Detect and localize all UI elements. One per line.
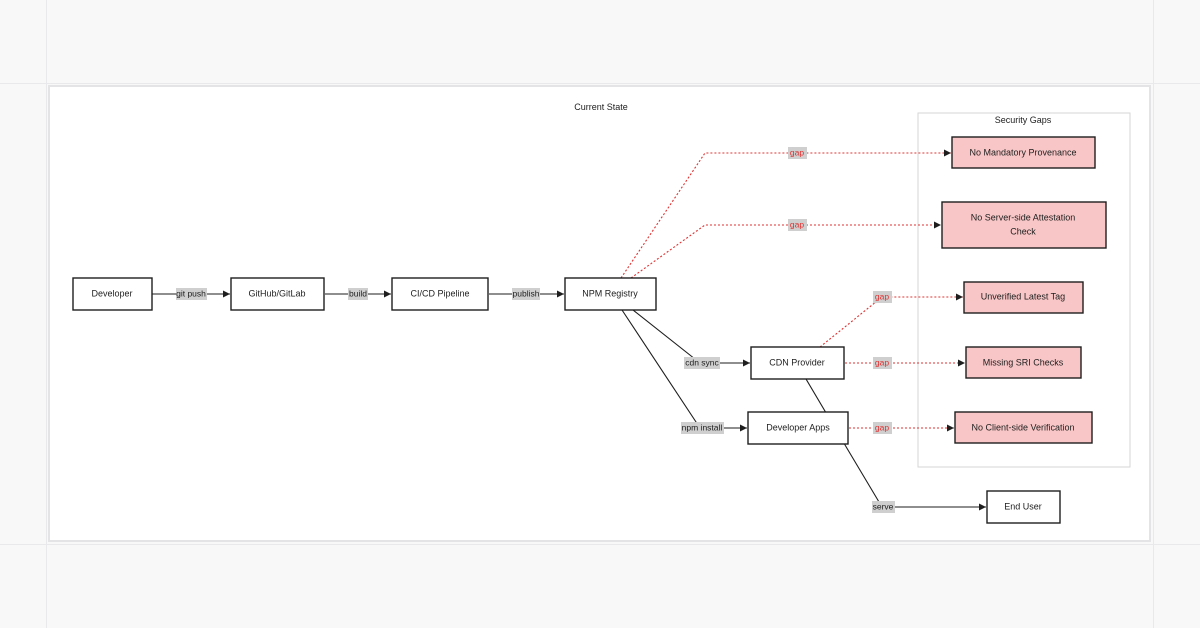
canvas-gridline [0,83,1200,84]
edge-label-cdn-sync: cdn sync [685,357,719,367]
node-github-label: GitHub/GitLab [248,288,305,298]
edge-label-build: build [349,288,367,298]
gap-label-sri: gap [875,357,889,367]
gap-label-bg [873,357,892,369]
diagram-title: Current State [574,102,628,112]
edge-label-bg [684,357,720,369]
gap-node-attestation-box[interactable] [941,201,1107,249]
node-npm-label: NPM Registry [582,288,638,298]
gap-label-client-verification: gap [875,422,889,432]
gap-label-bg [873,291,892,303]
node-developer-box[interactable] [72,277,153,311]
gap-label-attestation: gap [790,219,804,229]
node-github-box[interactable] [230,277,325,311]
gap-node-provenance-label: No Mandatory Provenance [969,147,1076,157]
edge-label-bg [681,422,724,434]
node-cdn-box[interactable] [750,346,845,380]
edge-label-publish: publish [513,288,540,298]
gap-node-sri-box[interactable] [965,346,1082,379]
edge-label-bg [512,288,540,300]
gap-edge-attestation [630,221,941,279]
gap-node-provenance-box[interactable] [951,136,1096,169]
gap-node-attestation-label-1: No Server-side Attestation [971,212,1076,222]
canvas-gridline [46,0,47,628]
node-devapps-box[interactable] [747,411,849,445]
edge-label-bg [176,288,207,300]
gap-node-attestation-label-2: Check [1010,226,1036,236]
gap-node-sri-label: Missing SRI Checks [983,357,1064,367]
gap-node-client-verification-box[interactable] [954,411,1093,444]
gap-label-provenance: gap [790,147,804,157]
gap-edge-provenance [620,149,951,279]
security-gaps-group[interactable] [917,112,1131,468]
gap-edge-latest-tag [819,293,963,348]
node-devapps-label: Developer Apps [766,422,830,432]
edge-label-bg [872,501,895,513]
canvas-gridline [1153,0,1154,628]
node-developer-label: Developer [91,288,132,298]
node-enduser-box[interactable] [986,490,1061,524]
gap-node-latest-tag-box[interactable] [963,281,1084,314]
node-enduser-label: End User [1004,501,1042,511]
gap-label-bg [788,147,807,159]
gap-label-bg [873,422,892,434]
security-gaps-title: Security Gaps [995,115,1052,125]
node-npm-box[interactable] [564,277,657,311]
node-cicd-box[interactable] [391,277,489,311]
gap-node-latest-tag-label: Unverified Latest Tag [981,291,1065,301]
node-cdn-label: CDN Provider [769,357,825,367]
node-cicd-label: CI/CD Pipeline [410,288,469,298]
edge-label-bg [348,288,368,300]
edge-label-npm-install: npm install [682,422,723,432]
edge-label-git-push: git push [176,288,206,298]
edge-cdn-sync [632,309,750,367]
gap-label-latest-tag: gap [875,291,889,301]
gap-label-bg [788,219,807,231]
edge-label-serve: serve [873,501,894,511]
gap-node-client-verification-label: No Client-side Verification [971,422,1074,432]
canvas-gridline [0,544,1200,545]
